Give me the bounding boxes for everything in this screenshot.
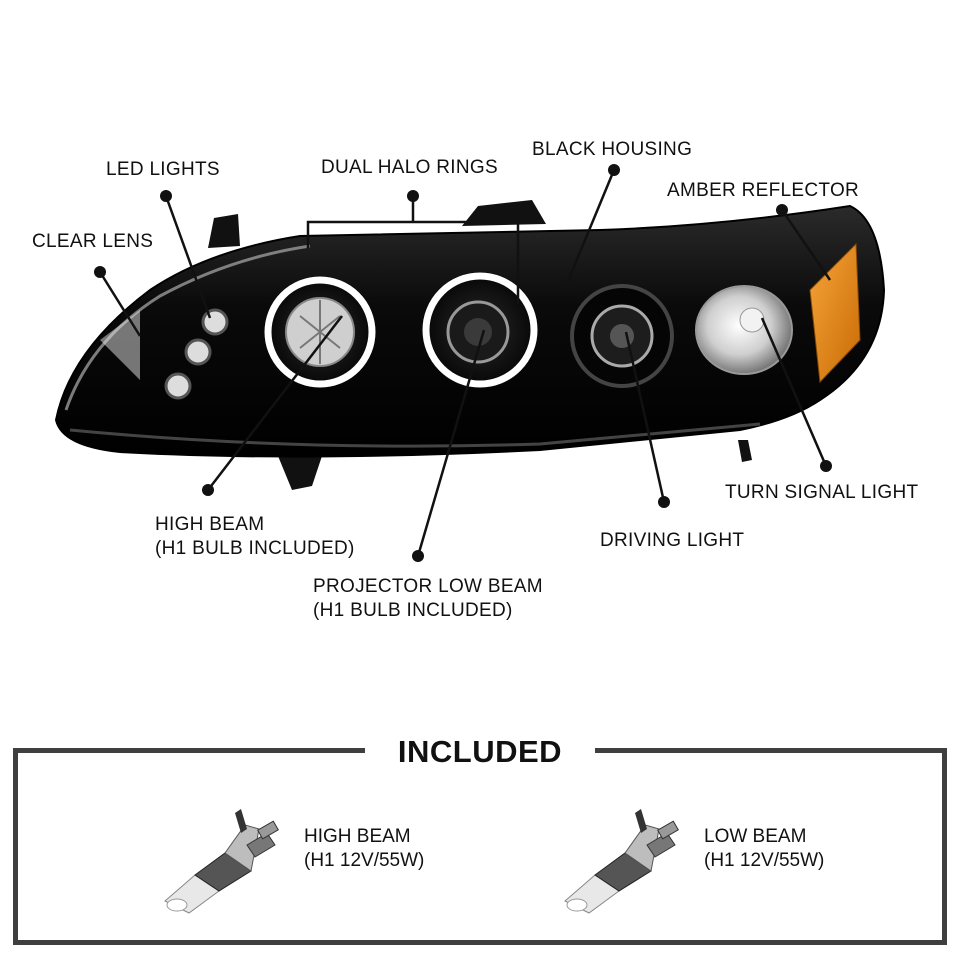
halo-ring-low-beam [422, 272, 538, 388]
included-low-beam-line2: (H1 12V/55W) [704, 850, 825, 871]
headlight-illustration [54, 164, 886, 562]
callout-high-beam-line1: HIGH BEAM [155, 514, 265, 535]
amber-reflector [809, 242, 861, 384]
mount-tab-left [208, 214, 240, 248]
callout-projector-line2: (H1 BULB INCLUDED) [313, 600, 513, 621]
callout-black-housing: BLACK HOUSING [532, 139, 693, 160]
included-low-beam-line1: LOW BEAM [704, 826, 807, 847]
halo-ring-high-beam [264, 276, 376, 388]
callout-driving-light: DRIVING LIGHT [600, 530, 745, 551]
mount-tab-right [738, 440, 752, 462]
h1-bulb-low-beam-icon [564, 809, 679, 914]
callout-clear-lens: CLEAR LENS [32, 231, 154, 252]
callout-turn-signal-light: TURN SIGNAL LIGHT [725, 482, 919, 503]
mount-tab-bottom [278, 456, 322, 490]
h1-bulb-high-beam-icon [164, 809, 279, 914]
callout-dots [94, 164, 832, 562]
included-title: INCLUDED [365, 732, 595, 772]
mount-tab-top [462, 200, 546, 226]
included-item-low-beam: LOW BEAM (H1 12V/55W) [704, 825, 824, 873]
callout-led-lights: LED LIGHTS [106, 159, 220, 180]
callout-dual-halo-rings: DUAL HALO RINGS [321, 157, 498, 178]
included-item-high-beam: HIGH BEAM (H1 12V/55W) [304, 825, 424, 873]
callout-amber-reflector: AMBER REFLECTOR [667, 180, 860, 201]
turn-signal-light [695, 285, 793, 375]
included-high-beam-line2: (H1 12V/55W) [304, 850, 425, 871]
included-box [13, 748, 947, 945]
callout-high-beam: HIGH BEAM (H1 BULB INCLUDED) [155, 513, 355, 561]
driving-light [570, 284, 674, 388]
callout-leaders [98, 169, 832, 557]
callout-projector-line1: PROJECTOR LOW BEAM [313, 576, 543, 597]
included-high-beam-line1: HIGH BEAM [304, 826, 411, 847]
callout-high-beam-line2: (H1 BULB INCLUDED) [155, 538, 355, 559]
callout-projector-low-beam: PROJECTOR LOW BEAM (H1 BULB INCLUDED) [313, 575, 543, 623]
